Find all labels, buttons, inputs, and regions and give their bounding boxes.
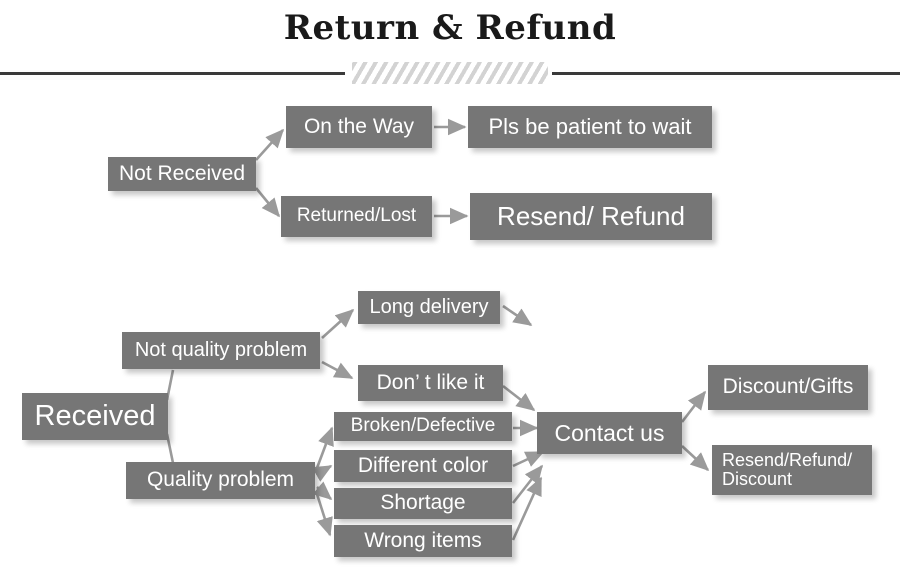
node-not-quality-problem[interactable]: Not quality problem	[122, 332, 320, 369]
connector-quality-broken	[315, 426, 334, 469]
connector-shortage-contactus	[511, 464, 544, 504]
connector-differentcolor-contactus	[512, 450, 545, 468]
connector-dontlike-contactus	[502, 384, 536, 412]
connector-quality-shortage	[312, 481, 333, 501]
node-different-color[interactable]: Different color	[334, 450, 512, 482]
connector-quality-differentcolor	[311, 464, 333, 482]
node-shortage[interactable]: Shortage	[334, 488, 512, 519]
node-not-received[interactable]: Not Received	[108, 157, 256, 191]
node-dont-like-it[interactable]: Don’ t like it	[358, 365, 503, 401]
divider-rule-right	[552, 72, 900, 75]
node-contact-us[interactable]: Contact us	[537, 412, 682, 454]
node-on-the-way[interactable]: On the Way	[286, 106, 432, 148]
node-quality-problem[interactable]: Quality problem	[126, 462, 315, 499]
connector-quality-wrongitems	[315, 493, 333, 537]
node-received[interactable]: Received	[22, 393, 168, 440]
node-broken-defective[interactable]: Broken/Defective	[334, 412, 512, 441]
node-long-delivery[interactable]: Long delivery	[358, 291, 500, 324]
page-title: Return & Refund	[283, 8, 617, 48]
diagonal-hatch-icon	[352, 62, 548, 84]
node-wrong-items[interactable]: Wrong items	[334, 525, 512, 557]
connector-notquality-longdelivery	[321, 308, 355, 339]
decorative-divider	[0, 62, 900, 84]
node-returned-lost[interactable]: Returned/Lost	[281, 196, 432, 237]
connector-notreceived-ontheway	[255, 128, 285, 161]
connector-contactus-resendrefunddiscount	[681, 445, 710, 472]
connector-wrongitems-contactus	[511, 476, 543, 541]
node-pls-be-patient-to-wait[interactable]: Pls be patient to wait	[468, 106, 712, 148]
divider-rule-left	[0, 72, 345, 75]
connector-notquality-dontlike	[321, 360, 354, 380]
node-discount-gifts[interactable]: Discount/Gifts	[708, 365, 868, 410]
connector-contactus-discountgifts	[680, 390, 707, 423]
connector-longdelivery-contactus	[502, 304, 533, 327]
connector-notreceived-returnedlost	[254, 187, 281, 218]
node-resend-refund[interactable]: Resend/ Refund	[470, 193, 712, 240]
node-resend-refund-discount[interactable]: Resend/Refund/ Discount	[712, 445, 872, 495]
